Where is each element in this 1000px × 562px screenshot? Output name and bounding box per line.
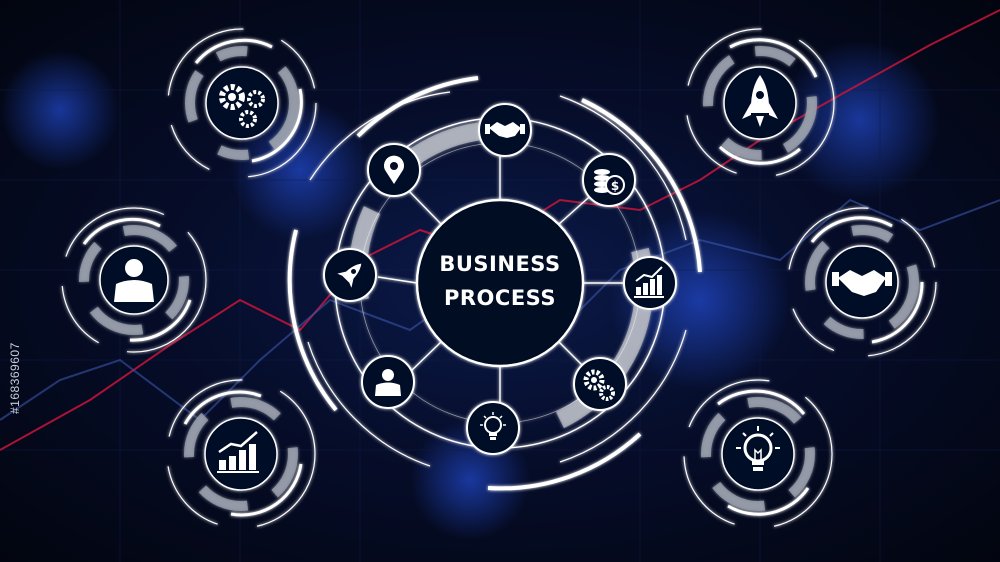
gears-icon: [583, 369, 615, 401]
handshake-icon: [832, 270, 892, 296]
badge-rocket: [685, 28, 835, 178]
badge-gears: [167, 28, 317, 178]
center-title-line2: PROCESS: [444, 286, 556, 310]
svg-text:$: $: [611, 179, 619, 193]
background-glow: [0, 40, 940, 540]
growth-chart-icon: [217, 431, 259, 473]
rocket-icon: [337, 263, 362, 288]
badge-person: [61, 207, 207, 353]
coins-icon: $: [594, 169, 625, 195]
growth-chart-icon: [634, 266, 664, 298]
central-wheel: [287, 76, 702, 491]
center-title-line1: BUSINESS: [439, 252, 561, 276]
badge-growth-chart: [166, 379, 316, 529]
badge-lightbulb: [683, 379, 833, 529]
person-icon: [375, 369, 401, 396]
lightbulb-icon: [480, 412, 506, 440]
rocket-icon: [742, 75, 778, 127]
location-pin-icon: [384, 155, 404, 184]
stock-image-id: #168369607: [8, 342, 22, 414]
gears-icon: [219, 84, 265, 128]
badge-handshake: [787, 207, 937, 357]
handshake-icon: [485, 122, 525, 138]
lightbulb-icon: [736, 426, 780, 471]
person-icon: [114, 259, 154, 302]
